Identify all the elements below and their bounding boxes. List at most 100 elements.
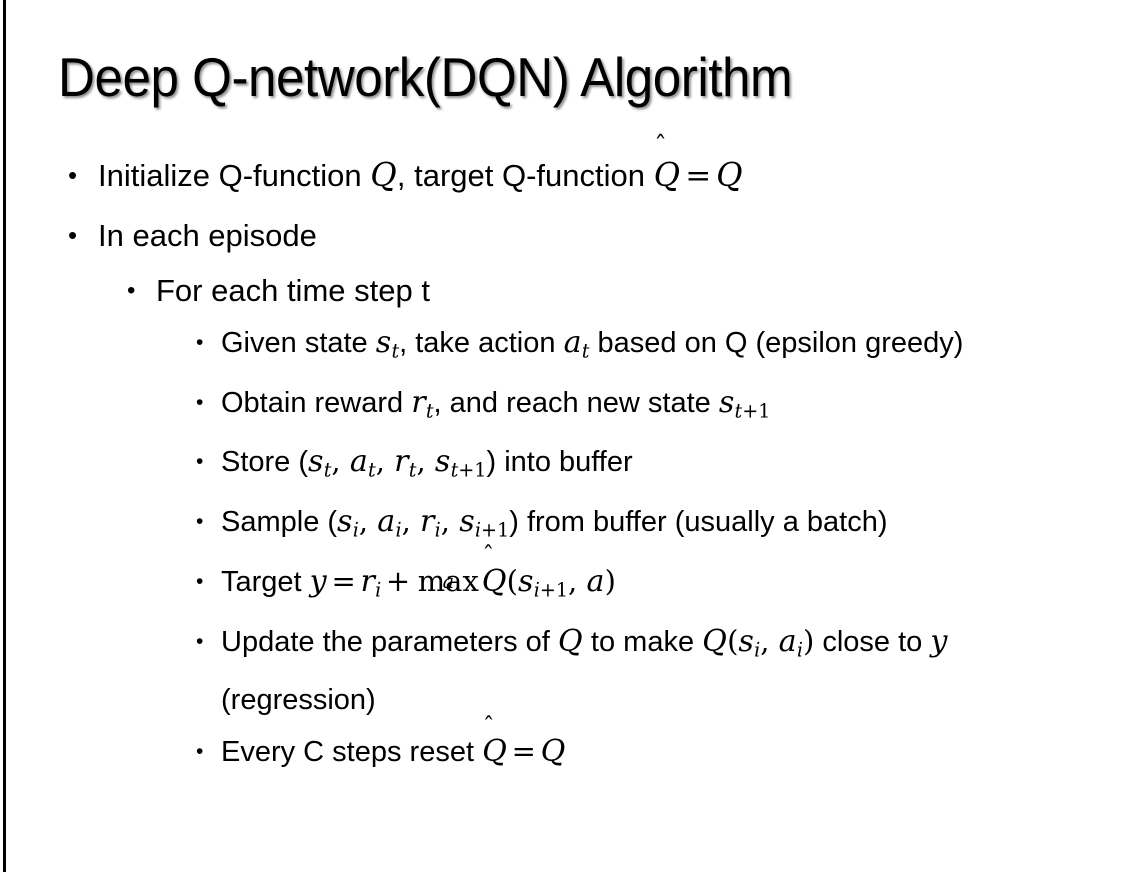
math-var-s-i: si	[337, 504, 359, 542]
text-run: Given state	[221, 327, 376, 359]
math-var-base: s	[459, 504, 475, 540]
math-subscript: i	[375, 578, 382, 602]
text-run: , and reach new state	[433, 386, 719, 419]
math-subscript: t	[408, 459, 417, 483]
math-var-a: a	[586, 563, 605, 599]
math-subscript: i	[796, 638, 803, 662]
math-paren-open: (	[506, 563, 518, 598]
math-var-s-i-plus-1: si+1	[518, 563, 568, 602]
list-item-every-c-steps-reset: • Every C steps reset ̂Q=Q	[0, 726, 1124, 778]
bullet-glyph-icon: •	[196, 390, 204, 414]
math-var-r-t: rt	[394, 444, 416, 482]
math-subscript: t	[425, 399, 434, 423]
math-comma: ,	[358, 504, 378, 539]
list-item-text: Update the parameters of Q to make Q(si,…	[221, 616, 1092, 727]
bullet-glyph-icon: •	[127, 277, 136, 304]
math-var-base: Q	[481, 563, 507, 599]
text-run: , take action	[399, 327, 564, 359]
list-item-text: Obtain reward rt, and reach new state st…	[221, 377, 1092, 437]
math-var-base: r	[411, 384, 426, 420]
math-var-base: s	[738, 623, 755, 659]
math-subscript: t	[581, 339, 590, 363]
math-var-base: a	[778, 623, 797, 659]
math-op-plus: +	[385, 563, 411, 598]
math-var-qhat: ̂Q	[482, 726, 507, 778]
bullet-glyph-icon: •	[68, 160, 78, 190]
math-var-s-i-plus-1: si+1	[459, 504, 509, 542]
math-var-q2: Q	[716, 156, 743, 194]
math-subscript: i	[395, 518, 402, 542]
math-subscript: t	[391, 339, 400, 363]
bullet-glyph-icon: •	[196, 629, 204, 653]
math-op-equals: =	[685, 158, 712, 194]
math-var-s-t: st	[308, 444, 331, 482]
math-subscript: t	[323, 459, 332, 483]
slide-left-rule	[3, 0, 6, 872]
list-item-text: For each time step t	[156, 273, 430, 308]
math-var-r-i: ri	[420, 504, 441, 542]
text-run: Obtain reward	[221, 386, 412, 419]
math-var-base: r	[394, 444, 409, 480]
math-var-base: r	[360, 563, 376, 599]
math-comma: ,	[375, 444, 395, 479]
page-title: Deep Q-network(DQN) Algorithm	[58, 46, 793, 108]
math-var-s-t: st	[375, 325, 399, 363]
list-item-target-equation: • Target y=ri+maxâQ(si+1, a)	[0, 556, 1124, 616]
list-item-store-into-buffer: • Store (st, at, rt, st+1) into buffer	[0, 436, 1124, 496]
math-subscript: t	[450, 459, 459, 483]
math-subscript-plus: +1	[539, 578, 569, 602]
math-var-base: s	[718, 384, 735, 420]
math-op-equals: =	[511, 734, 536, 769]
bullet-list: • Initialize Q-function Q, target Q-func…	[0, 146, 1124, 778]
math-var-base: s	[337, 504, 353, 540]
text-run: Every C steps reset	[221, 736, 483, 769]
list-item-for-each-time-step: • For each time step t	[0, 265, 1124, 317]
text-run: ) from buffer (usually a batch)	[509, 506, 888, 539]
math-subscript-plus: +1	[458, 459, 487, 483]
text-run: ) into buffer	[486, 446, 633, 479]
math-subscript: t	[368, 459, 376, 483]
list-item-text: Store (st, at, rt, st+1) into buffer	[221, 436, 1092, 496]
math-var-s-t-plus-1: st+1	[718, 384, 771, 423]
list-item-sample-from-buffer: • Sample (si, ai, ri, si+1) from buffer …	[0, 496, 1124, 556]
text-run: (regression)	[221, 684, 376, 717]
list-item-text: Given state st, take action at based on …	[221, 317, 1092, 377]
list-item-text: Every C steps reset ̂Q=Q	[221, 726, 1092, 778]
math-comma: ,	[416, 444, 435, 479]
math-var-base: Q	[653, 156, 681, 194]
text-run: Update the parameters of	[221, 625, 558, 658]
list-item-obtain-reward: • Obtain reward rt, and reach new state …	[0, 377, 1124, 437]
bullet-glyph-icon: •	[196, 510, 204, 534]
math-subscript: i	[754, 638, 761, 662]
math-subscript: i	[352, 518, 359, 542]
math-var-base: a	[563, 325, 582, 360]
math-subscript: i	[434, 518, 441, 542]
math-var-qhat: ̂Q	[654, 146, 681, 205]
math-op-max-limit: a	[442, 570, 454, 594]
math-var-base: s	[375, 325, 392, 360]
bullet-glyph-icon: •	[196, 569, 204, 593]
list-item-initialize: • Initialize Q-function Q, target Q-func…	[0, 146, 1124, 206]
math-var-r-t: rt	[411, 384, 434, 423]
list-item-given-state: • Given state st, take action at based o…	[0, 317, 1124, 377]
math-var-base: s	[434, 444, 451, 480]
math-comma: ,	[331, 444, 350, 479]
math-var-a-i: ai	[377, 504, 401, 542]
list-item-update-parameters: • Update the parameters of Q to make Q(s…	[0, 616, 1124, 727]
math-var-q2: Q	[702, 623, 728, 659]
math-op-equals: =	[331, 563, 356, 598]
text-run: based on Q (epsilon greedy)	[589, 327, 964, 359]
math-comma: ,	[401, 504, 421, 539]
text-run: Target	[221, 565, 310, 598]
text-run: Initialize Q-function	[98, 158, 371, 193]
math-comma: ,	[440, 504, 460, 539]
math-var-base: Q	[482, 734, 508, 770]
math-var-q: Q	[557, 623, 583, 659]
math-var-y: y	[930, 623, 948, 659]
text-run: close to	[814, 625, 931, 658]
list-item-text: Initialize Q-function Q, target Q-functi…	[98, 146, 1124, 206]
math-subscript-plus: +1	[742, 399, 771, 423]
math-var-base: s	[518, 563, 534, 599]
math-subscript: t	[734, 399, 743, 423]
